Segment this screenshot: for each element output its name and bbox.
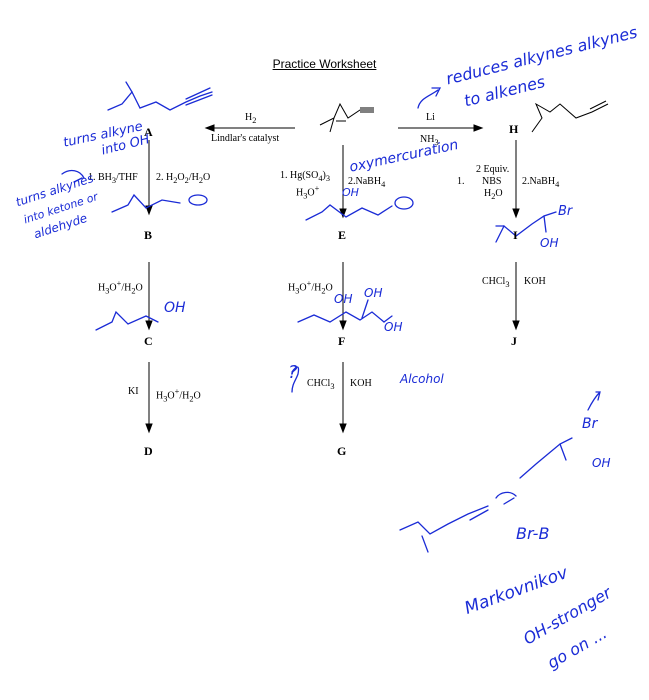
page-title: Practice Worksheet [272,57,377,71]
compound-label-i: I [513,228,518,242]
compound-label-b: B [144,228,153,242]
lower-right-drawing [519,437,573,479]
lower-alkene-drawing [399,505,489,535]
reagent-step1: 1. [457,176,465,187]
reagent-h2o2: 2. H2O2/H2O [156,172,211,185]
note-question: ? [288,362,298,383]
note-oh-f1: OH [334,292,353,306]
compound-label-a: A [144,125,153,139]
reagent-h3o: H3O+ [296,184,320,201]
arrow-pointer-h [417,87,442,109]
compound-label-h: H [509,122,519,136]
compound-label-d: D [144,444,153,458]
reagent-h3o-ef: H3O+/H2O [288,279,333,296]
note-br-lower: Br [582,416,598,432]
product-e-drawing [305,204,393,221]
product-h-structure [531,102,609,133]
reagent-koh-ij: KOH [524,276,546,287]
reagent-koh-fg: KOH [350,378,372,389]
product-f-drawing [297,311,385,323]
product-i-drawing [495,211,557,243]
product-a-drawing [107,90,213,111]
reagent-hgso4: 1. Hg(SO4)3 [280,170,331,183]
note-oh-lower: OH [592,456,611,470]
note-oh-c: OH [164,300,186,316]
reagent-ki: KI [128,386,139,397]
reagent-h3o-cd: H3O+/H2O [156,387,201,404]
reagent-chcl3-fg: CHCl3 [307,378,335,391]
note-br-b: Br-B [516,524,550,543]
compound-label-f: F [338,334,346,348]
reagent-lindlar: Lindlar's catalyst [211,133,280,144]
compound-label-j: J [511,334,517,348]
compound-label-e: E [338,228,347,242]
reagent-nabh4-i: 2.NaBH4 [522,176,560,189]
note-oh-f2: OH [364,286,383,300]
note-oh-i: OH [540,236,559,250]
note-oh-e: OH [342,186,359,199]
note-br-i: Br [558,204,573,219]
reagent-h2o-i: H2O [484,188,503,201]
note-oh-f3: OH [384,320,403,334]
reagent-bh3-thf: 1. BH3/THF [88,172,138,185]
product-c-drawing [95,310,159,331]
reagent-li: Li [426,112,435,123]
reagent-equiv: 2 Equiv. [476,164,510,175]
reagent-nh3: NH3 [420,134,439,147]
reagent-nabh4-e: 2.NaBH4 [348,176,386,189]
compound-label-c: C [144,334,153,348]
note-alcohol: Alcohol [400,372,444,386]
compound-label-g: G [337,444,347,458]
starting-alkyne-structure [319,102,374,126]
reagent-h2: H2 [245,112,257,125]
product-b-drawing [111,193,181,213]
reagent-chcl3-ij: CHCl3 [482,276,510,289]
reagent-h3o-bc: H3O+/H2O [98,279,143,296]
reagent-nbs: NBS [482,176,502,187]
